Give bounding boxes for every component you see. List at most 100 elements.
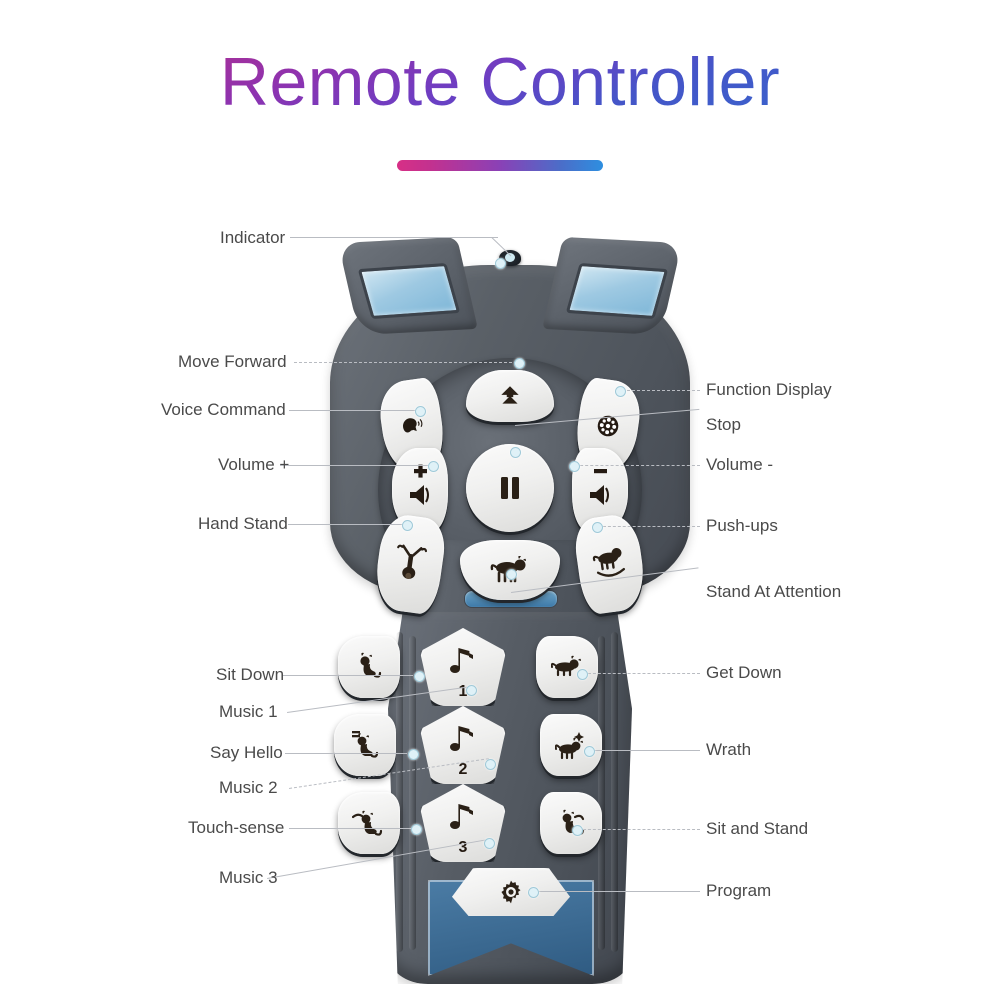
anchor-sit-and-stand <box>572 825 583 836</box>
remote-controller-device: 1 <box>300 236 720 1000</box>
callout-label-program: Program <box>706 881 772 900</box>
callout-label-push-ups: Push-ups <box>706 516 778 535</box>
callout-label-volume-plus: Volume + <box>218 455 290 474</box>
gear-icon <box>498 879 524 905</box>
leader-wrath <box>590 750 700 751</box>
leader-sit-down <box>282 675 413 676</box>
dog-touch-icon <box>352 808 386 838</box>
button-sit-down[interactable] <box>338 636 400 698</box>
music-note-icon <box>448 800 478 834</box>
callout-label-sit-and-stand: Sit and Stand <box>706 819 809 838</box>
button-wrath[interactable] <box>540 714 602 776</box>
button-stop[interactable] <box>466 444 554 532</box>
lcd-screen-right <box>565 262 669 320</box>
anchor-music-3 <box>484 838 495 849</box>
volume-up-icon <box>403 464 437 516</box>
anchor-music-2 <box>485 759 496 770</box>
dog-handstand-icon <box>390 541 430 587</box>
leader-say-hello <box>285 753 407 754</box>
button-sit-and-stand[interactable] <box>540 792 602 854</box>
leader-move-forward <box>294 362 517 363</box>
callout-label-stand-at-attention: Stand At Attention <box>706 582 842 601</box>
anchor-get-down <box>577 669 588 680</box>
voice-head-icon <box>397 412 426 439</box>
callout-label-stop: Stop <box>706 415 741 434</box>
music-3-number: 3 <box>458 839 468 856</box>
music-2-number: 2 <box>458 761 468 778</box>
dog-pushup-icon <box>589 542 630 587</box>
callout-label-hand-stand: Hand Stand <box>198 514 288 533</box>
page-title: Remote Controller <box>219 44 781 120</box>
callout-label-move-forward: Move Forward <box>178 352 287 371</box>
anchor-volume-plus <box>428 461 439 472</box>
button-music-3[interactable]: 3 <box>420 784 506 862</box>
music-note-icon <box>448 644 478 678</box>
dog-sitstand-icon <box>555 808 587 838</box>
dog-angry-icon <box>555 729 587 761</box>
button-stand-at-attention[interactable] <box>460 540 560 600</box>
anchor-music-1 <box>466 685 477 696</box>
lcd-screen-left <box>357 262 461 320</box>
leader-sit-and-stand <box>578 829 700 830</box>
dog-hello-icon <box>349 729 381 761</box>
button-touch-sense[interactable] <box>338 792 400 854</box>
grip-rib-left-2 <box>409 636 416 950</box>
button-hand-stand[interactable] <box>371 512 449 616</box>
anchor-stand-at-attention <box>506 569 517 580</box>
callout-label-music-3: Music 3 <box>219 868 278 887</box>
button-move-forward[interactable] <box>466 370 554 422</box>
callout-label-music-1: Music 1 <box>219 702 278 721</box>
callout-label-function-display: Function Display <box>706 380 832 399</box>
callout-label-volume-minus: Volume - <box>706 455 774 474</box>
button-program[interactable] <box>452 868 570 916</box>
pause-icon <box>495 473 525 503</box>
anchor-volume-minus <box>569 461 580 472</box>
grip-rib-right-2 <box>598 636 605 950</box>
film-reel-icon <box>593 411 622 440</box>
button-say-hello[interactable] <box>334 714 396 776</box>
callout-label-music-2: Music 2 <box>219 778 278 797</box>
leader-indicator <box>290 237 498 238</box>
dog-sit-icon <box>354 652 384 682</box>
button-voice-command[interactable] <box>375 376 449 476</box>
leader-get-down <box>583 673 700 674</box>
anchor-stop <box>510 447 521 458</box>
anchor-move-forward <box>514 358 525 369</box>
leader-push-ups <box>598 526 700 527</box>
leader-voice-command <box>289 410 419 411</box>
callout-label-say-hello: Say Hello <box>210 743 283 762</box>
anchor-indicator <box>495 258 506 269</box>
anchor-push-ups <box>592 522 603 533</box>
anchor-say-hello <box>408 749 419 760</box>
callout-label-wrath: Wrath <box>706 740 752 759</box>
callout-label-indicator: Indicator <box>220 228 286 247</box>
anchor-program <box>528 887 539 898</box>
leader-hand-stand <box>288 524 406 525</box>
anchor-wrath <box>584 746 595 757</box>
button-function-display[interactable] <box>571 376 645 476</box>
arrow-up-icon <box>497 383 523 409</box>
anchor-hand-stand <box>402 520 413 531</box>
grip-rib-left-1 <box>396 632 403 952</box>
volume-down-icon <box>583 464 617 516</box>
anchor-function-display <box>615 386 626 397</box>
page-title-wrap: Remote Controller <box>0 48 1000 116</box>
leader-volume-minus <box>575 465 700 466</box>
button-get-down[interactable] <box>536 636 598 698</box>
music-1-number: 1 <box>458 683 468 700</box>
anchor-sit-down <box>414 671 425 682</box>
button-volume-up[interactable] <box>392 448 448 532</box>
callout-label-voice-command: Voice Command <box>161 400 286 419</box>
dog-lie-icon <box>551 654 583 680</box>
grip-rib-right-1 <box>611 632 618 952</box>
callout-label-get-down: Get Down <box>706 663 782 682</box>
callout-label-touch-sense: Touch-sense <box>188 818 285 837</box>
leader-function-display <box>622 390 700 391</box>
leader-touch-sense <box>289 828 413 829</box>
title-underline-bar <box>397 160 603 171</box>
leader-volume-plus <box>280 465 432 466</box>
callout-label-sit-down: Sit Down <box>216 665 285 684</box>
leader-program <box>534 891 700 892</box>
button-push-ups[interactable] <box>571 512 649 616</box>
